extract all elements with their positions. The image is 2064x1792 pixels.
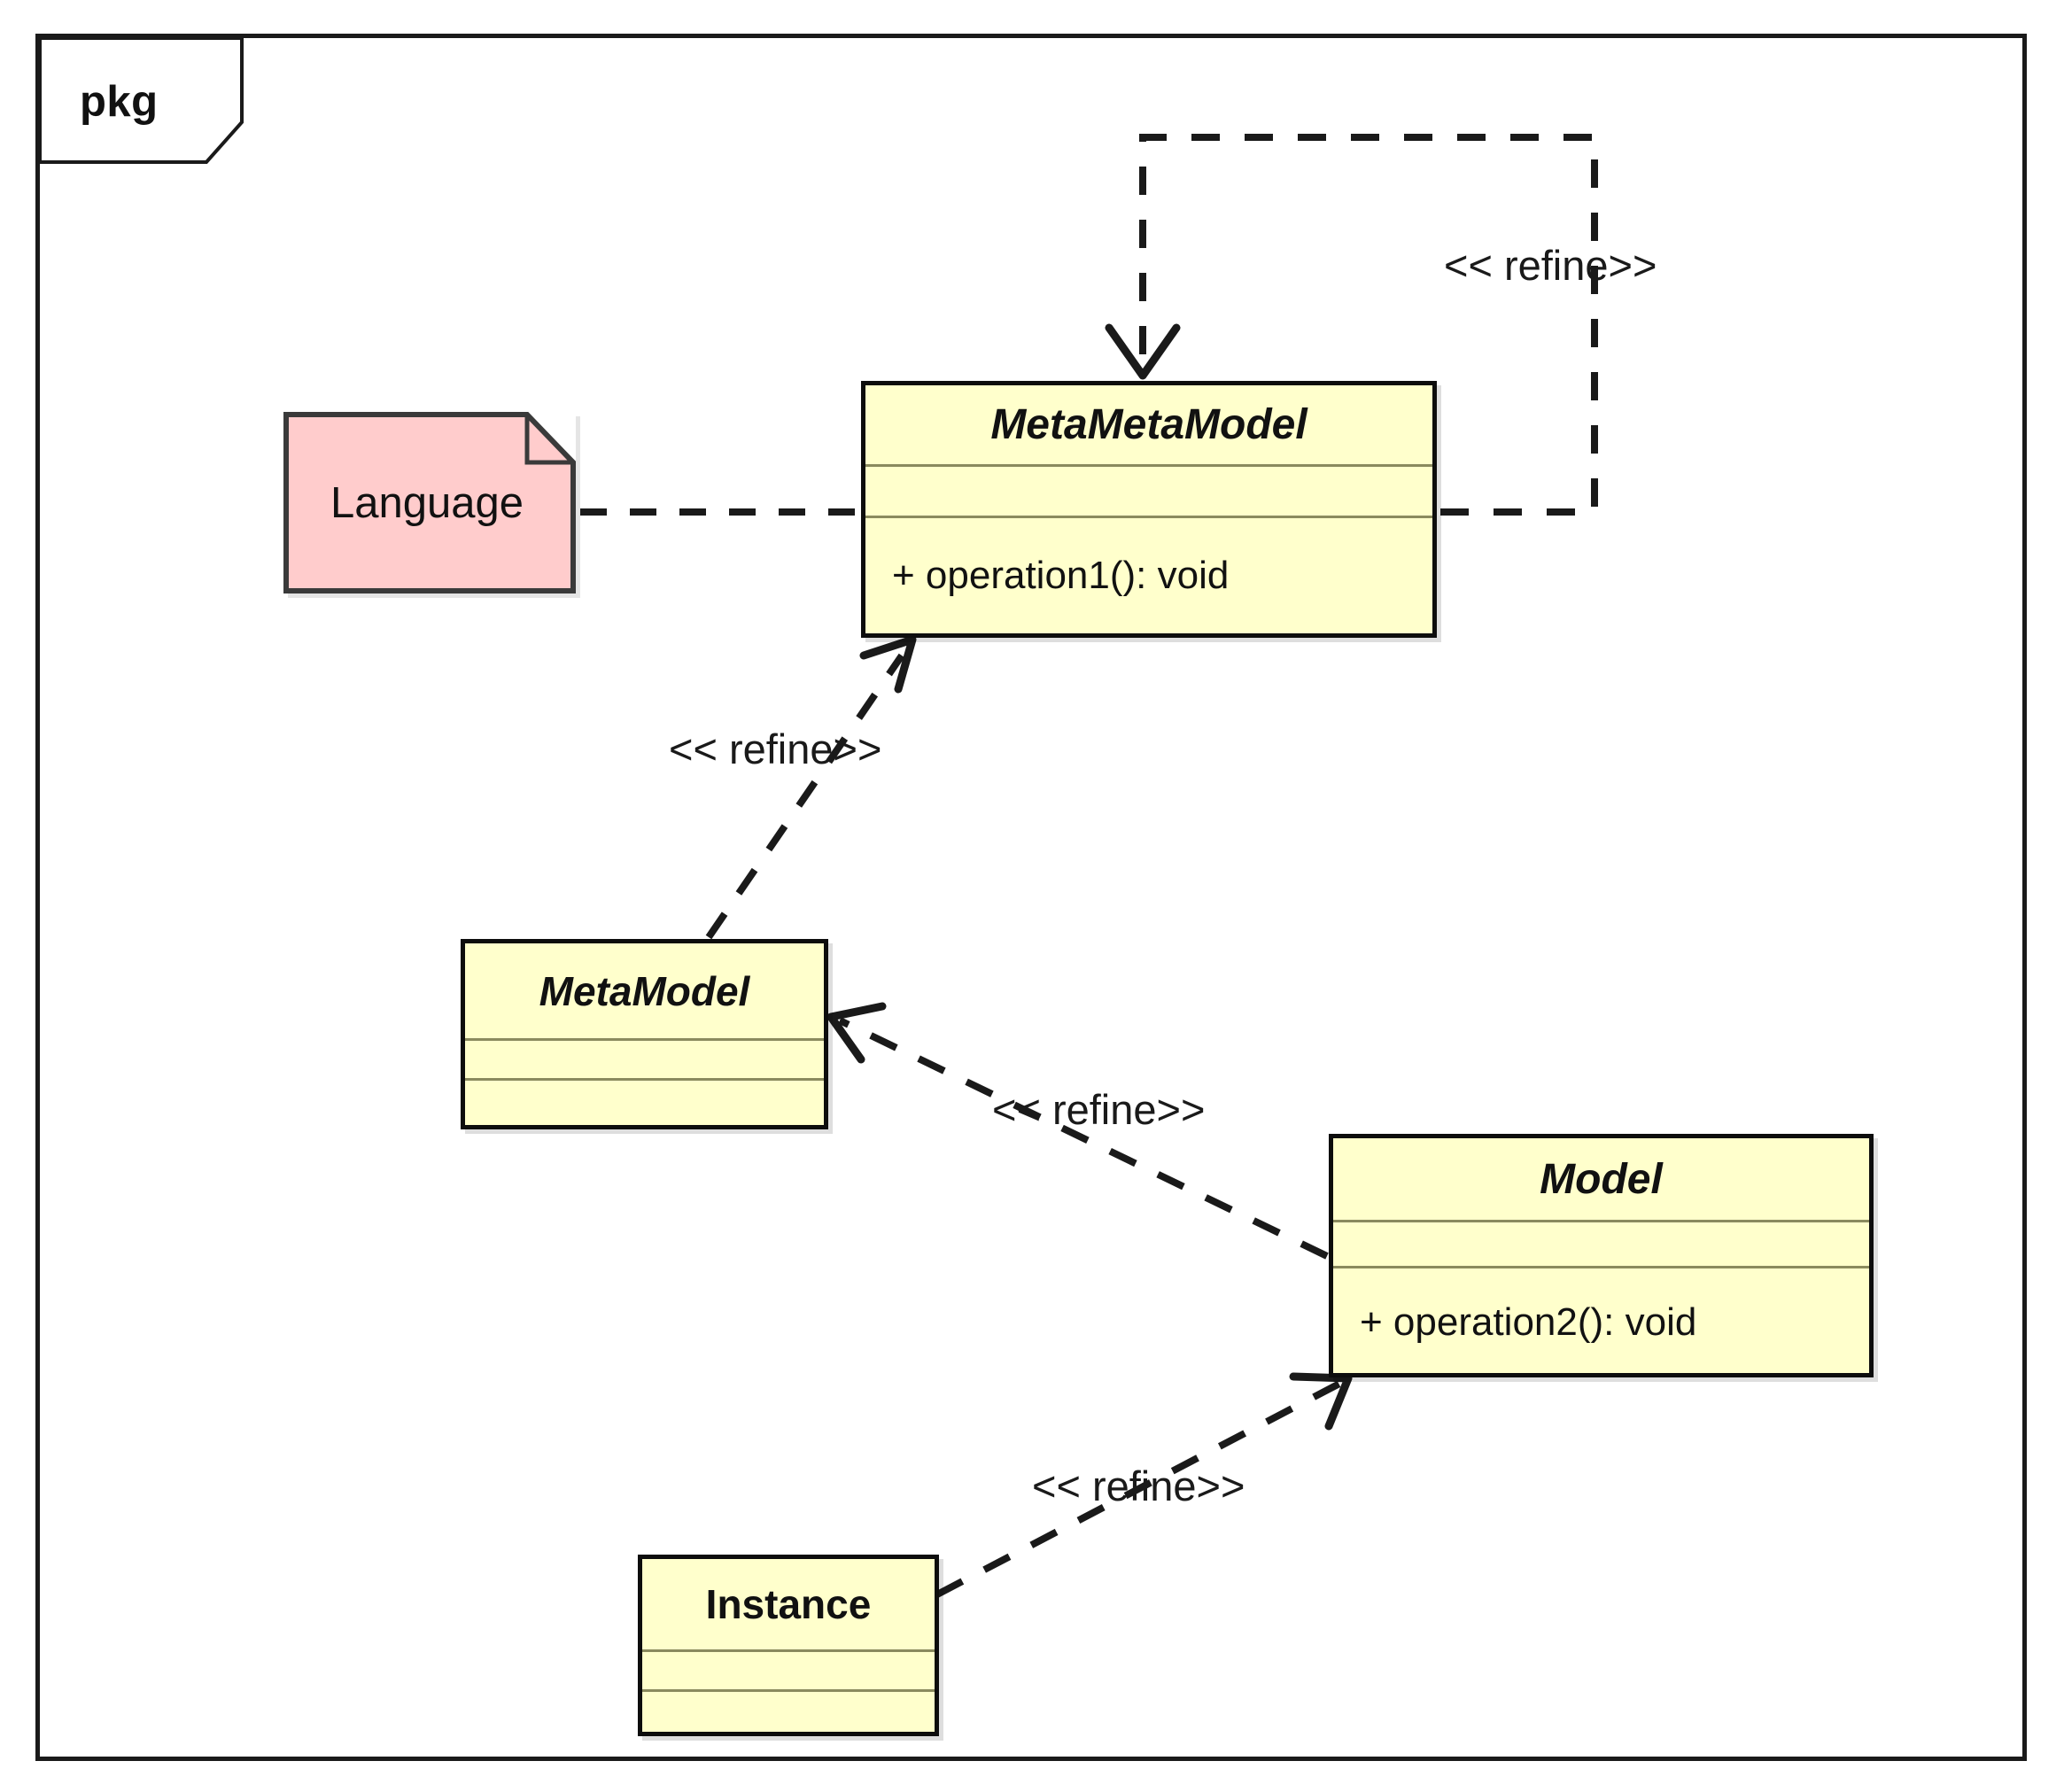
edge-label-refine-self: << refine>> bbox=[1444, 242, 1657, 289]
package-frame bbox=[35, 34, 2027, 1761]
package-label: pkg bbox=[80, 78, 159, 126]
class-metametamodel[interactable]: MetaMetaModel + operation1(): void bbox=[861, 381, 1437, 638]
class-operations-metametamodel: + operation1(): void bbox=[865, 518, 1432, 633]
class-operations-instance bbox=[642, 1692, 935, 1734]
class-name-model: Model bbox=[1333, 1138, 1869, 1222]
edge-label-refine-model: << refine>> bbox=[992, 1086, 1206, 1133]
operation-item: + operation2(): void bbox=[1360, 1300, 1697, 1344]
class-attributes-metamodel bbox=[465, 1041, 824, 1081]
class-name-metamodel: MetaModel bbox=[465, 943, 824, 1041]
class-operations-model: + operation2(): void bbox=[1333, 1268, 1869, 1377]
package-tab: pkg bbox=[35, 34, 244, 164]
class-name-text: MetaModel bbox=[539, 967, 750, 1014]
note-language-label: Language bbox=[330, 478, 524, 527]
note-shape bbox=[283, 412, 576, 593]
package-tab-shape bbox=[38, 36, 244, 164]
edge-label-refine-metamodel: << refine>> bbox=[669, 725, 882, 772]
class-attributes-model bbox=[1333, 1222, 1869, 1268]
class-name-instance: Instance bbox=[642, 1559, 935, 1652]
class-attributes-instance bbox=[642, 1652, 935, 1692]
note-language: Language bbox=[283, 412, 576, 593]
class-model[interactable]: Model + operation2(): void bbox=[1329, 1134, 1874, 1377]
operation-item: + operation1(): void bbox=[892, 554, 1230, 597]
class-name-text: Instance bbox=[705, 1581, 872, 1627]
class-instance[interactable]: Instance bbox=[638, 1555, 939, 1736]
class-operations-metamodel bbox=[465, 1081, 824, 1127]
class-name-metametamodel: MetaMetaModel bbox=[865, 385, 1432, 467]
class-attributes-metametamodel bbox=[865, 467, 1432, 518]
class-metamodel[interactable]: MetaModel bbox=[461, 939, 828, 1129]
class-name-text: Model bbox=[1540, 1155, 1663, 1203]
edge-label-refine-instance: << refine>> bbox=[1032, 1462, 1245, 1509]
class-name-text: MetaMetaModel bbox=[990, 401, 1307, 448]
